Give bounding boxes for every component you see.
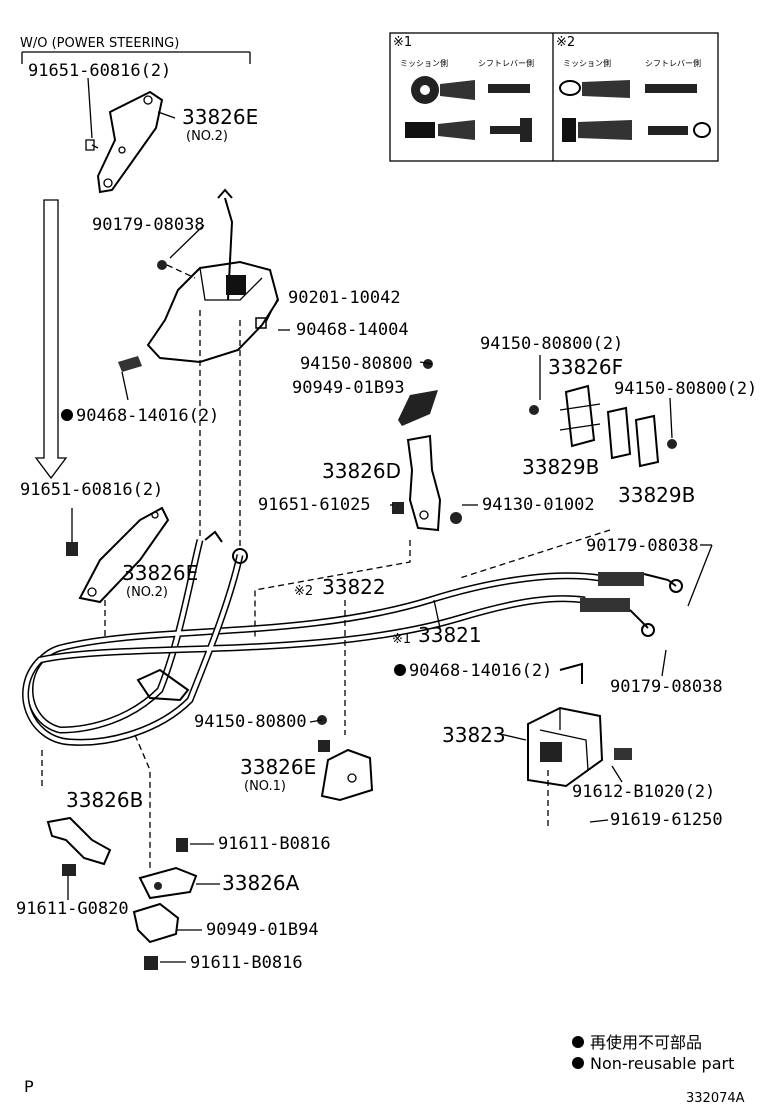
legend: 再使用不可部品 Non-reusable part bbox=[572, 1033, 734, 1073]
label-91611-B0816-b: 91611-B0816 bbox=[190, 953, 303, 973]
label-33826F: 33826F bbox=[548, 355, 623, 379]
label-33829B-a: 33829B bbox=[522, 455, 599, 479]
variant-header: W/O (POWER STEERING) bbox=[20, 36, 251, 64]
bracket-33826E-mid bbox=[66, 506, 170, 604]
label-33826E-mid: 33826E bbox=[122, 561, 198, 585]
label-90949-01B94: 90949-01B94 bbox=[206, 920, 319, 940]
variant-note: W/O (POWER STEERING) bbox=[20, 36, 179, 51]
bracket-33826A bbox=[138, 838, 198, 900]
label-90179-08038-c: 90179-08038 bbox=[610, 677, 723, 697]
label-91611-G0820: 91611-G0820 bbox=[16, 899, 129, 919]
non-reusable-mark-b bbox=[394, 664, 406, 676]
label-90179-08038-b: 90179-08038 bbox=[586, 536, 699, 556]
callout-labels: 91651-60816(2) 33826E (NO.2) 90179-08038… bbox=[16, 61, 757, 973]
bracket-33826D bbox=[392, 434, 462, 532]
label-94150-80800-d: 94150-80800 bbox=[194, 712, 307, 732]
shift-lever-housing bbox=[118, 188, 290, 372]
label-33821-mark: ※1 bbox=[392, 632, 411, 647]
inset1-right-label: シフトレバー側 bbox=[478, 58, 534, 68]
label-33822: 33822 bbox=[322, 575, 386, 599]
legend-dot-en bbox=[572, 1057, 584, 1069]
label-33821: 33821 bbox=[418, 623, 482, 647]
label-94150-80800-c: 94150-80800(2) bbox=[614, 379, 757, 399]
label-33826E-low: 33826E bbox=[240, 755, 316, 779]
inset-box: ※1 ※2 ミッション側 シフトレバー側 ミッション側 シフトレバー側 bbox=[389, 32, 719, 162]
clip-90468-14016-b bbox=[559, 662, 583, 684]
label-33823: 33823 bbox=[442, 723, 506, 747]
bracket-33823 bbox=[527, 706, 632, 788]
bracket-33826F-assembly bbox=[529, 384, 677, 468]
label-91651-60816-mid: 91651-60816(2) bbox=[20, 480, 163, 500]
label-33826E-top-sub: (NO.2) bbox=[186, 129, 228, 144]
label-91651-60816-top: 91651-60816(2) bbox=[28, 61, 171, 81]
label-33826E-mid-sub: (NO.2) bbox=[126, 585, 168, 600]
inset-marker-1: ※1 bbox=[393, 35, 412, 50]
inset2-right-label: シフトレバー側 bbox=[645, 58, 701, 68]
label-33826A: 33826A bbox=[222, 871, 300, 895]
label-90179-08038-a: 90179-08038 bbox=[92, 215, 205, 235]
label-91619-61250: 91619-61250 bbox=[610, 810, 723, 830]
leader-lines bbox=[121, 224, 713, 963]
label-33829B-b: 33829B bbox=[618, 483, 695, 507]
page-letter: P bbox=[24, 1077, 34, 1096]
label-90201-10042: 90201-10042 bbox=[288, 288, 401, 308]
label-33826B: 33826B bbox=[66, 788, 143, 812]
label-90468-14004: 90468-14004 bbox=[296, 320, 409, 340]
label-90468-14016-a: 90468-14016(2) bbox=[76, 406, 219, 426]
clip-90949-01B93 bbox=[398, 390, 438, 426]
bracket-33826B bbox=[46, 816, 112, 900]
bracket-33826E-low bbox=[317, 715, 374, 802]
label-94150-80800-b: 94150-80800(2) bbox=[480, 334, 623, 354]
label-91612-B1020: 91612-B1020(2) bbox=[572, 782, 715, 802]
inset1-left-label: ミッション側 bbox=[400, 58, 448, 68]
label-94130-01002: 94130-01002 bbox=[482, 495, 595, 515]
label-33826E-top: 33826E bbox=[182, 105, 258, 129]
label-33822-mark: ※2 bbox=[294, 584, 313, 599]
inset2-left-label: ミッション側 bbox=[563, 58, 611, 68]
label-33826E-low-sub: (NO.1) bbox=[244, 779, 286, 794]
label-90468-14016-b: 90468-14016(2) bbox=[409, 661, 552, 681]
non-reusable-mark-a bbox=[61, 409, 73, 421]
legend-en: Non-reusable part bbox=[590, 1054, 734, 1073]
label-91651-61025: 91651-61025 bbox=[258, 495, 371, 515]
label-90949-01B93: 90949-01B93 bbox=[292, 378, 405, 398]
clip-90949-01B94 bbox=[132, 902, 180, 944]
label-91611-B0816-a: 91611-B0816 bbox=[218, 834, 331, 854]
assembly-arrow bbox=[34, 199, 68, 480]
figure-code: 332074A bbox=[686, 1091, 745, 1106]
legend-dot-jp bbox=[572, 1036, 584, 1048]
label-33826D: 33826D bbox=[322, 459, 401, 483]
shift-cables bbox=[22, 530, 683, 746]
inset-marker-2: ※2 bbox=[556, 35, 575, 50]
legend-jp: 再使用不可部品 bbox=[590, 1033, 702, 1052]
bracket-33826E-top bbox=[85, 77, 176, 194]
label-94150-80800-a: 94150-80800 bbox=[300, 354, 413, 374]
